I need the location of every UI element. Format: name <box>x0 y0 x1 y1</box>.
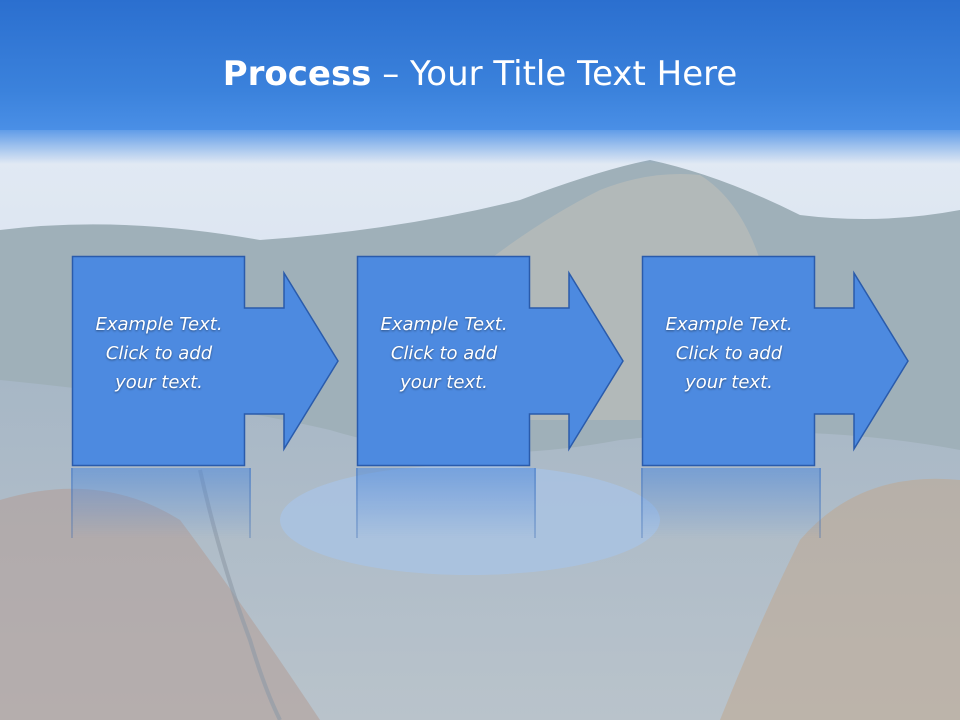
step-3-text[interactable]: Example Text. Click to add your text. <box>665 314 793 393</box>
title-rest-part: – Your Title Text Here <box>371 54 738 94</box>
process-step-3[interactable]: Example Text. Click to add your text. <box>641 255 912 468</box>
step-3-reflection <box>641 468 821 538</box>
step-1-text[interactable]: Example Text. Click to add your text. <box>95 314 223 393</box>
step-2-text[interactable]: Example Text. Click to add your text. <box>380 314 508 393</box>
process-step-1[interactable]: Example Text. Click to add your text. <box>71 255 342 468</box>
slide-title[interactable]: Process – Your Title Text Here <box>0 52 960 96</box>
right-arrow-icon <box>641 255 909 467</box>
title-bold-part: Process <box>222 54 372 94</box>
step-2-reflection <box>356 468 536 538</box>
right-arrow-icon <box>356 255 624 467</box>
right-arrow-icon <box>71 255 339 467</box>
title-band <box>0 0 960 130</box>
title-band-fade <box>0 128 960 164</box>
process-step-2[interactable]: Example Text. Click to add your text. <box>356 255 627 468</box>
step-1-reflection <box>71 468 251 538</box>
